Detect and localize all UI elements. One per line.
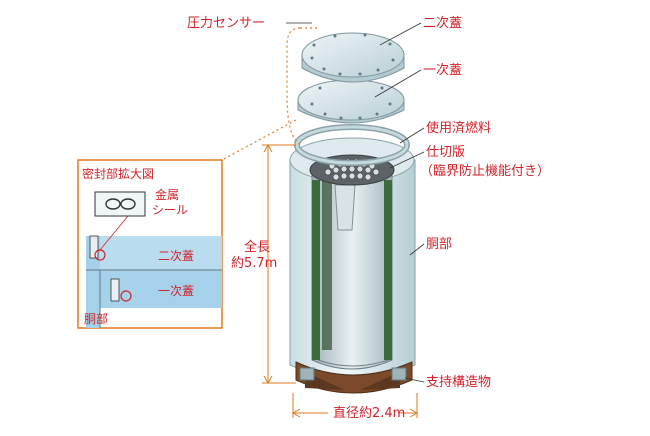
spent-fuel-label: 使用済燃料 [426,121,492,136]
inset-secondary-lid-label: 二次蓋 [158,249,195,263]
inset-seal-label: シール [152,203,189,217]
secondary-lid [301,32,405,83]
primary-lid [297,79,405,124]
inset-metal-label: 金属 [155,188,180,202]
partition-note-label: （臨界防止機能付き） [420,164,551,179]
leader-lines [286,22,425,383]
pressure-sensor-label: 圧力センサー [187,16,266,31]
length-label: 全長 [244,240,271,255]
dimension-lines [262,143,419,418]
body-label: 胴部 [426,237,453,252]
cask-interior-cutaway [311,169,393,370]
length-value: 約5.7m [231,256,278,271]
primary-lid-label: 一次蓋 [423,63,463,78]
inset-body-label: 胴部 [84,312,109,326]
flange-ring [294,124,410,166]
inset-title: 密封部拡大図 [82,167,155,181]
diameter-label: 直径 [333,406,360,421]
secondary-lid-label: 二次蓋 [423,16,463,31]
support-structure [295,361,413,394]
sensor-callout [221,27,318,161]
inset-primary-lid-label: 一次蓋 [158,284,195,298]
seal-inset [77,159,223,329]
partition-plate-label: 仕切版 [426,145,466,160]
support-structure-label: 支持構造物 [426,375,492,390]
diameter-value: 約2.4m [359,406,406,421]
